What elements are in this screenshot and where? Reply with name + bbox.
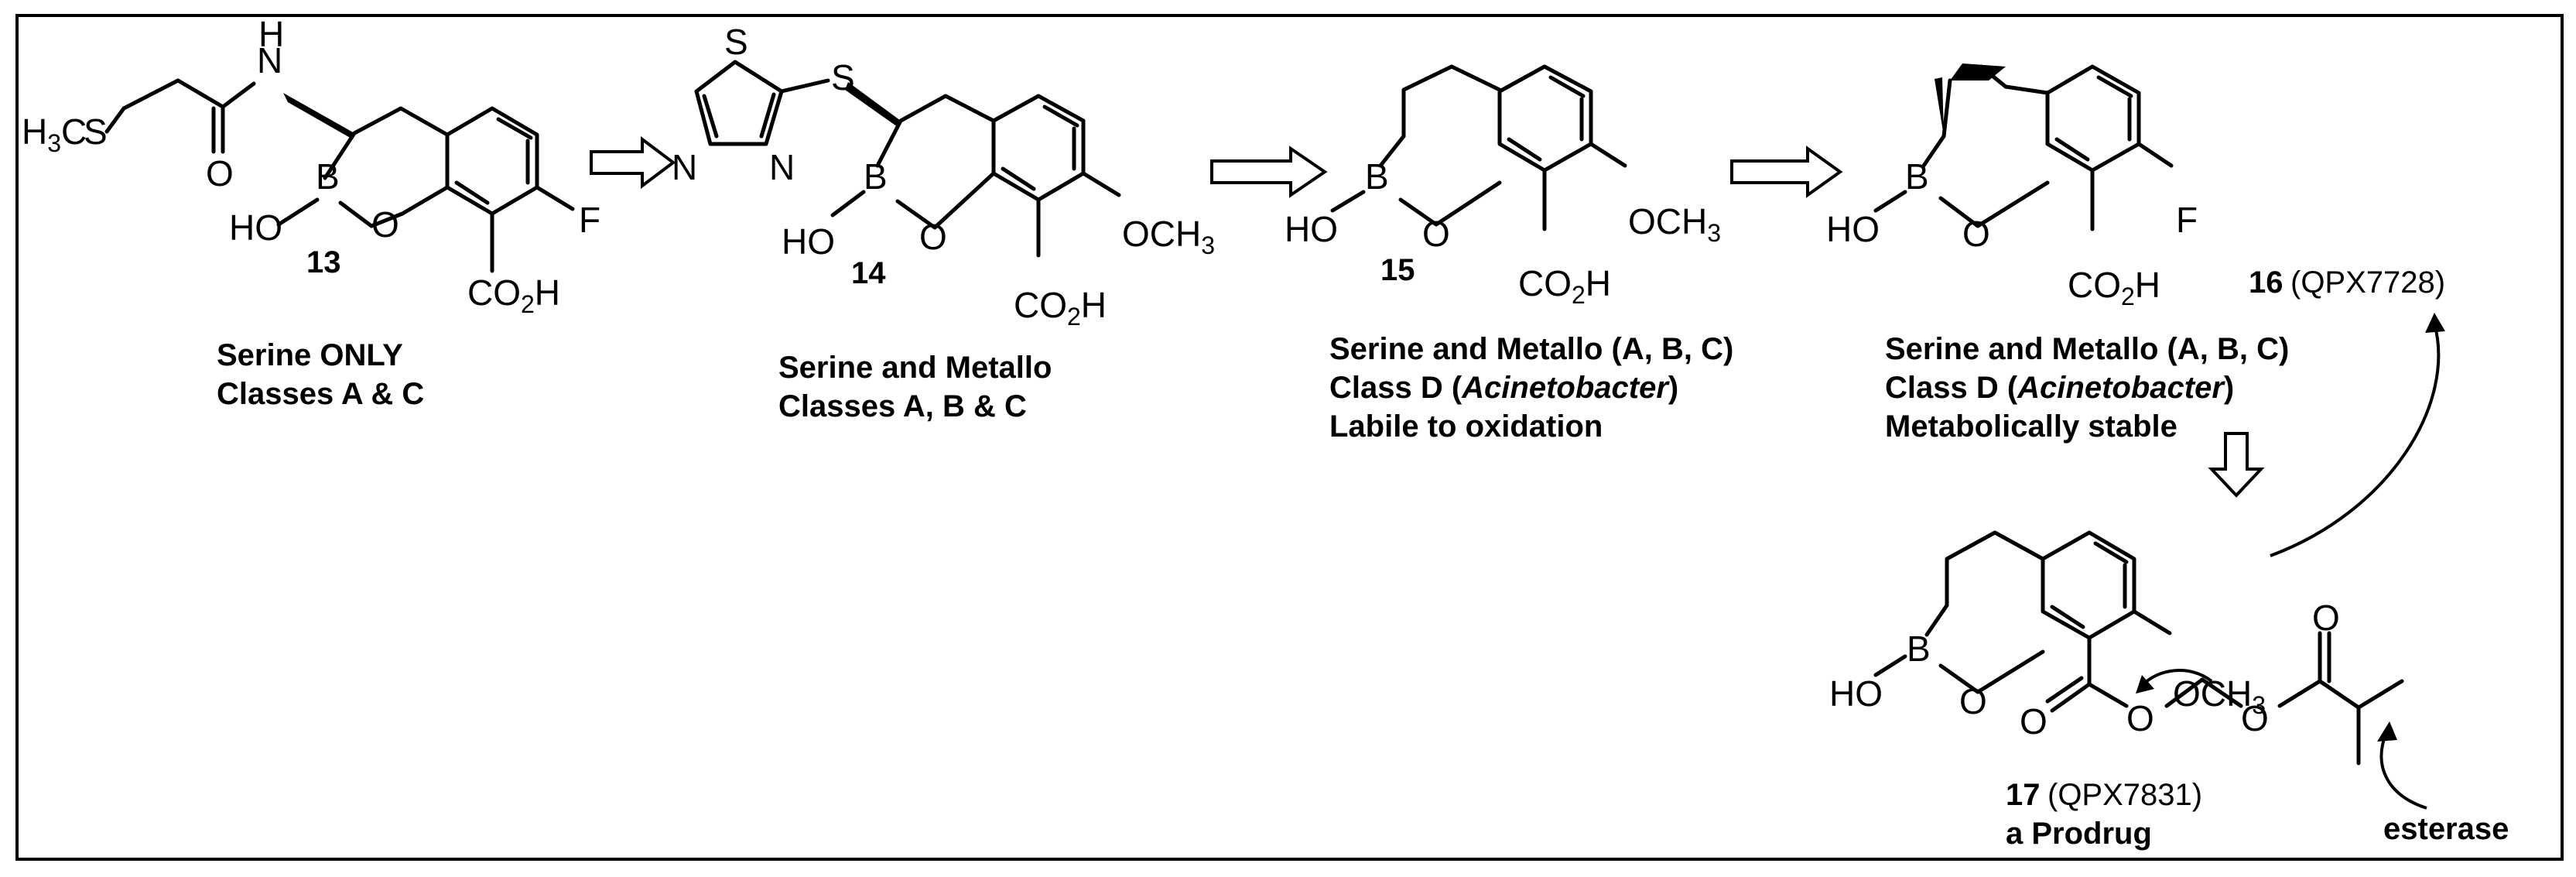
compound-15-structure: B O HO OCH3 CO2H — [1285, 64, 1721, 309]
esterase-label: esterase — [2383, 812, 2509, 846]
compound-16-caption-1: Serine and Metallo (A, B, C) — [1885, 332, 2289, 366]
svg-text:H3C: H3C — [22, 111, 87, 157]
atom-o: O — [371, 204, 399, 245]
atom-b: B — [1365, 156, 1389, 197]
atom-o: O — [206, 153, 234, 194]
compound-15-caption-3: Labile to oxidation — [1329, 409, 1603, 444]
svg-text:OCH3: OCH3 — [2173, 673, 2266, 719]
atom-o: O — [2126, 698, 2154, 738]
compound-13-number: 13 — [306, 245, 341, 279]
atom-o: O — [2241, 698, 2269, 738]
atom-b: B — [1905, 156, 1929, 197]
atom-o: O — [2312, 598, 2340, 638]
atom-ho: HO — [1829, 673, 1883, 714]
atom-n: N — [769, 147, 795, 187]
atom-s: S — [831, 57, 855, 98]
compound-16-number: 16 — [2249, 265, 2284, 300]
compound-17-structure: B O HO OCH3 O O O O — [1829, 530, 2404, 766]
atom-h: H — [258, 14, 284, 54]
atom-f: F — [579, 200, 600, 240]
svg-text:CO2H: CO2H — [2068, 265, 2160, 310]
reaction-arrow-1 — [590, 136, 676, 189]
atom-ho: HO — [1826, 209, 1880, 249]
electron-arrow — [2142, 669, 2213, 686]
compound-16-structure: B O HO F CO2H — [1826, 63, 2198, 310]
atom-ho: HO — [1285, 209, 1338, 249]
compound-17-code: (QPX7831) — [2047, 778, 2202, 812]
compound-13-caption-1: Serine ONLY — [217, 338, 403, 372]
compound-16-caption-3: Metabolically stable — [1885, 409, 2177, 444]
compound-16-code: (QPX7728) — [2290, 265, 2445, 300]
scheme-frame — [15, 14, 2564, 861]
curved-arrow-17-to-16 — [2270, 323, 2441, 557]
atom-n: N — [257, 40, 282, 81]
compound-14-structure: S N N S B O HO OCH3 CO2H — [672, 22, 1215, 331]
compound-14-caption-1: Serine and Metallo — [778, 351, 1052, 385]
atom-ho: HO — [229, 207, 282, 248]
svg-text:CO2H: CO2H — [467, 272, 560, 318]
atom-o: O — [1962, 214, 1990, 254]
atom-o: O — [919, 217, 947, 257]
compound-16-caption-2: Class D (Acinetobacter) — [1885, 371, 2234, 405]
atom-n: N — [672, 147, 697, 187]
atom-b: B — [1907, 629, 1931, 669]
atom-b: B — [864, 156, 888, 197]
atom-s: S — [724, 22, 748, 62]
reaction-arrow-3 — [1730, 146, 1843, 198]
atom-o: O — [2020, 701, 2047, 742]
compound-17-number: 17 — [2006, 778, 2041, 812]
compound-13-caption-2: Classes A & C — [217, 377, 424, 411]
compound-15-number: 15 — [1380, 253, 1415, 287]
esterase-arrow — [2379, 731, 2427, 810]
atom-s: S — [84, 111, 108, 152]
svg-text:CO2H: CO2H — [1014, 285, 1107, 331]
svg-text:OCH3: OCH3 — [1122, 214, 1215, 259]
atom-ho: HO — [782, 221, 835, 262]
compound-15-caption-2: Class D (Acinetobacter) — [1329, 371, 1678, 405]
compound-14-number: 14 — [851, 256, 886, 290]
compound-14-caption-2: Classes A, B & C — [778, 389, 1027, 423]
atom-f: F — [2176, 200, 2198, 240]
compound-13-structure: N H O B O HO F CO2H H3C S — [22, 14, 600, 318]
reaction-arrow-2 — [1210, 146, 1328, 198]
atom-o: O — [1422, 214, 1450, 254]
svg-text:CO2H: CO2H — [1518, 263, 1611, 309]
reaction-arrow-down — [2208, 432, 2265, 498]
atom-b: B — [316, 156, 340, 197]
atom-o: O — [1959, 681, 1987, 721]
compound-15-caption-1: Serine and Metallo (A, B, C) — [1329, 332, 1733, 366]
compound-17-caption: a Prodrug — [2006, 817, 2152, 851]
svg-text:OCH3: OCH3 — [1628, 201, 1721, 247]
